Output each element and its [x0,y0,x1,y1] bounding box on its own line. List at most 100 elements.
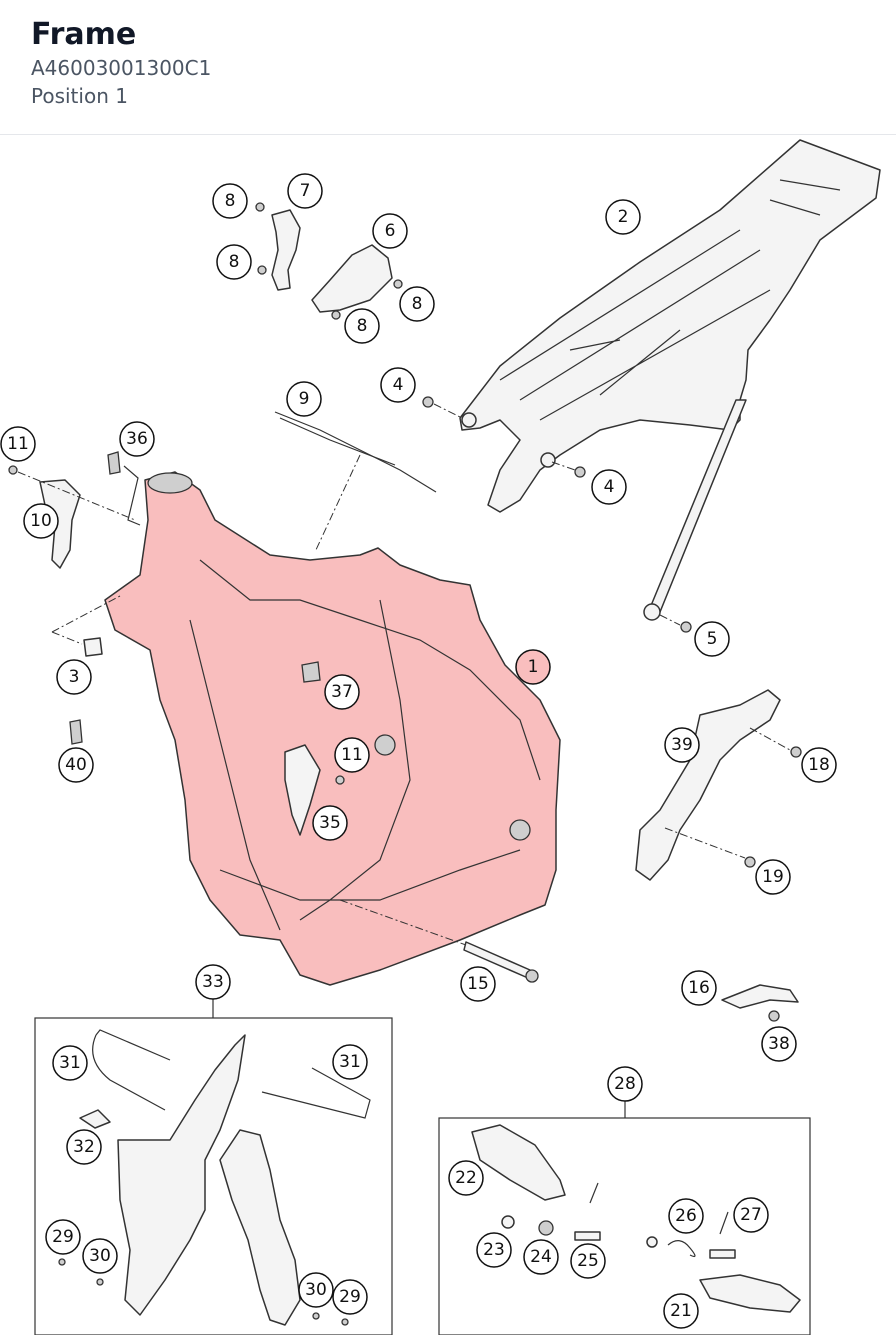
svg-text:5: 5 [707,629,718,649]
svg-text:29: 29 [52,1227,74,1247]
callout[interactable]: 30 [82,1238,118,1274]
svg-text:8: 8 [412,294,423,314]
part-bolt-15[interactable] [339,899,539,983]
part-35[interactable] [284,744,345,836]
svg-text:25: 25 [577,1251,599,1271]
kit-box-33 [34,996,393,1335]
callout[interactable]: 36 [119,421,155,457]
callout[interactable]: 8 [212,183,248,219]
svg-text:3: 3 [69,667,80,687]
callout[interactable]: 6 [372,213,408,249]
callout[interactable]: 5 [694,621,730,657]
callout[interactable]: 23 [476,1232,512,1268]
svg-text:2: 2 [618,207,629,227]
callout[interactable]: 25 [570,1243,606,1279]
part-37[interactable] [301,661,321,683]
svg-text:36: 36 [126,429,148,449]
svg-text:8: 8 [357,316,368,336]
header: Frame A46003001300C1 Position 1 [0,0,896,135]
svg-text:38: 38 [768,1034,790,1054]
callout[interactable]: 1 [515,649,551,685]
callout[interactable]: 16 [681,970,717,1006]
svg-text:26: 26 [675,1206,697,1226]
part-subframe[interactable] [459,139,881,621]
callout[interactable]: 21 [663,1293,699,1329]
svg-text:30: 30 [305,1280,327,1300]
callout[interactable]: 4 [591,469,627,505]
callout[interactable]: 11 [334,737,370,773]
svg-text:29: 29 [339,1287,361,1307]
exploded-diagram: 1 2 3 4 4 5 6 7 8 8 8 8 9 10 11 11 15 16… [0,139,881,1335]
callout[interactable]: 22 [448,1160,484,1196]
callout[interactable]: 8 [344,308,380,344]
svg-text:31: 31 [59,1053,81,1073]
callout[interactable]: 19 [755,859,791,895]
svg-text:1: 1 [528,657,539,677]
part-bracket-6[interactable] [311,244,403,320]
callout[interactable]: 11 [0,426,36,462]
callout[interactable]: 18 [801,747,837,783]
svg-text:10: 10 [30,511,52,531]
callout[interactable]: 26 [668,1198,704,1234]
position-label: Position 1 [31,84,128,108]
svg-text:18: 18 [808,755,830,775]
svg-text:7: 7 [300,181,311,201]
part-number: A46003001300C1 [31,56,212,80]
callout[interactable]: 30 [298,1272,334,1308]
callout[interactable]: 31 [332,1044,368,1080]
part-bolt-4[interactable] [422,396,692,633]
callout[interactable]: 39 [664,727,700,763]
part-16[interactable] [721,984,799,1022]
callout[interactable]: 29 [45,1219,81,1255]
svg-text:27: 27 [740,1205,762,1225]
callout[interactable]: 38 [761,1026,797,1062]
kit-box-28 [438,1097,811,1335]
svg-text:37: 37 [331,682,353,702]
callout[interactable]: 24 [523,1239,559,1275]
callout[interactable]: 2 [605,199,641,235]
callout[interactable]: 40 [58,747,94,783]
callout[interactable]: 28 [607,1066,643,1102]
svg-text:23: 23 [483,1240,505,1260]
part-cable-9[interactable] [274,411,437,553]
svg-text:28: 28 [614,1074,636,1094]
callout[interactable]: 8 [399,286,435,322]
part-frame[interactable] [104,471,561,986]
svg-text:9: 9 [299,389,310,409]
svg-text:39: 39 [671,735,693,755]
svg-text:24: 24 [530,1247,552,1267]
svg-text:21: 21 [670,1301,692,1321]
callout[interactable]: 9 [286,381,322,417]
callout[interactable]: 7 [287,173,323,209]
part-chain-guide-39[interactable] [635,689,802,881]
callout[interactable]: 4 [380,367,416,403]
callout[interactable]: 29 [332,1279,368,1315]
svg-text:19: 19 [762,867,784,887]
callout[interactable]: 33 [195,964,231,1000]
callout[interactable]: 3 [56,659,92,695]
svg-text:4: 4 [604,477,615,497]
svg-text:8: 8 [225,191,236,211]
svg-text:22: 22 [455,1168,477,1188]
part-40[interactable] [69,719,83,745]
svg-text:35: 35 [319,813,341,833]
svg-text:15: 15 [467,974,489,994]
svg-text:40: 40 [65,755,87,775]
svg-text:16: 16 [688,978,710,998]
page-title: Frame [31,17,137,52]
callout[interactable]: 32 [66,1129,102,1165]
part-36[interactable] [107,451,141,526]
svg-text:33: 33 [202,972,224,992]
callout[interactable]: 10 [23,503,59,539]
svg-text:8: 8 [229,252,240,272]
callout[interactable]: 35 [312,805,348,841]
callout[interactable]: 15 [460,966,496,1002]
part-bracket-7[interactable] [255,202,301,291]
callout[interactable]: 27 [733,1197,769,1233]
part-3[interactable] [51,595,121,657]
svg-text:32: 32 [73,1137,95,1157]
svg-text:30: 30 [89,1246,111,1266]
callout[interactable]: 37 [324,674,360,710]
callout[interactable]: 31 [52,1045,88,1081]
callout[interactable]: 8 [216,244,252,280]
